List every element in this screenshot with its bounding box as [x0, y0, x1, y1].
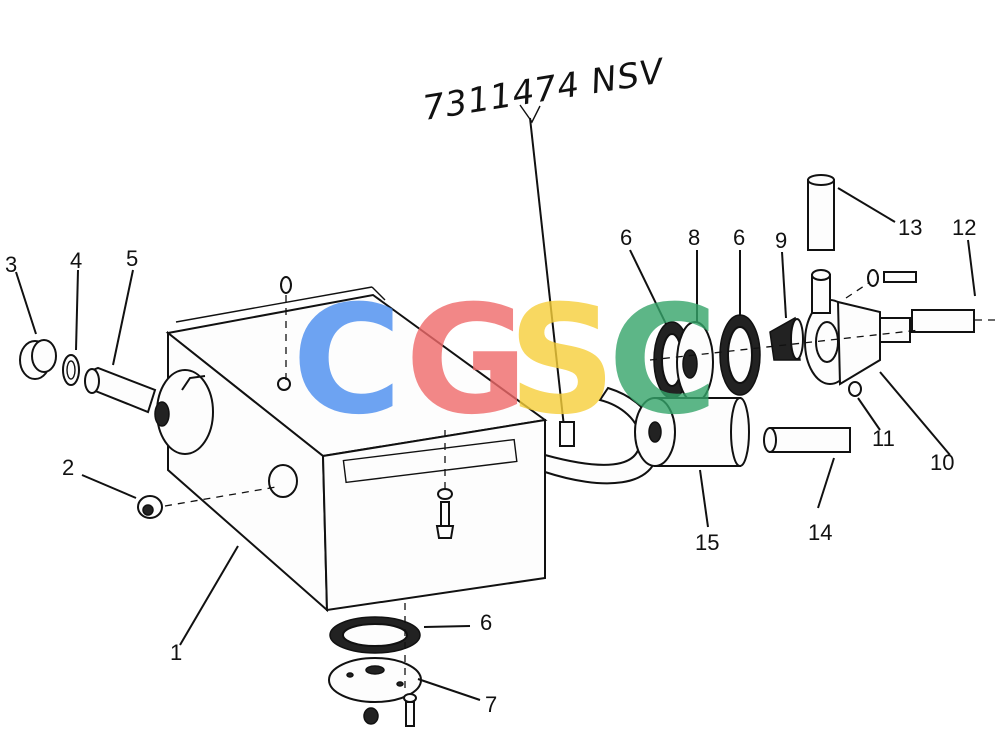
callout-11: 11 — [872, 426, 895, 451]
hose — [911, 309, 995, 333]
filler-cap — [19, 339, 57, 380]
callout-labels: 1 2 3 4 5 6 6 6 7 8 9 10 11 12 13 14 15 — [5, 215, 976, 717]
leader-12 — [967, 239, 976, 297]
leader-11 — [857, 397, 881, 431]
leader-2 — [81, 474, 137, 499]
annotation-arrowhead — [519, 104, 541, 124]
callout-6-left: 6 — [620, 225, 632, 250]
callout-15: 15 — [695, 530, 719, 555]
watermark-letter-c2: C — [608, 274, 718, 448]
callout-8: 8 — [688, 225, 700, 250]
vent-fitting — [280, 276, 292, 380]
hose-segment — [807, 174, 835, 251]
callout-13: 13 — [898, 215, 922, 240]
callout-6-bottom: 6 — [480, 610, 492, 635]
leader-9 — [781, 251, 787, 319]
tank-assembly — [154, 286, 548, 613]
callout-4: 4 — [70, 248, 82, 273]
mounting-bolt — [435, 430, 455, 539]
leader-6-bottom — [423, 625, 471, 628]
callout-2: 2 — [62, 455, 74, 480]
plate-screws — [363, 693, 417, 727]
callout-14: 14 — [808, 520, 832, 545]
callout-5: 5 — [126, 246, 138, 271]
hose-lower — [763, 427, 851, 453]
callout-7: 7 — [485, 692, 497, 717]
leader-5 — [112, 269, 134, 366]
leader-15 — [699, 469, 709, 528]
callout-12: 12 — [952, 215, 976, 240]
watermark-letter-s: S — [508, 274, 616, 448]
leader-4 — [75, 269, 79, 351]
drain-center-line — [164, 486, 277, 507]
pump-body — [804, 269, 911, 386]
leader-7 — [417, 678, 481, 701]
gasket-bottom — [329, 616, 421, 654]
callout-3: 3 — [5, 252, 17, 277]
leader-3 — [15, 271, 37, 335]
leader-14 — [817, 457, 835, 509]
callout-10: 10 — [930, 450, 954, 475]
callout-1: 1 — [170, 640, 182, 665]
leader-6-left — [629, 249, 667, 325]
annotation-leader — [529, 117, 567, 446]
callout-6-right: 6 — [733, 225, 745, 250]
leader-13 — [837, 187, 896, 223]
part-number-annotation: 7311474 NSV — [420, 51, 668, 129]
pump-axis-line — [649, 329, 921, 361]
outlet-pipe — [544, 386, 660, 485]
nut — [848, 381, 862, 397]
outlet-fitting — [559, 421, 575, 447]
strainer — [769, 316, 804, 361]
pump-screw — [845, 269, 917, 299]
filler-neck — [84, 366, 157, 414]
cap-gasket — [62, 354, 80, 386]
leader-10 — [879, 371, 951, 456]
watermark-letter-g: G — [405, 274, 528, 448]
watermark-letter-c1: C — [292, 274, 402, 448]
watermark: C G S C — [292, 274, 718, 448]
drain-plug — [137, 495, 163, 519]
leader-1 — [179, 545, 239, 646]
callout-9: 9 — [775, 228, 787, 253]
filter — [634, 397, 750, 467]
gasket-right — [719, 314, 761, 396]
